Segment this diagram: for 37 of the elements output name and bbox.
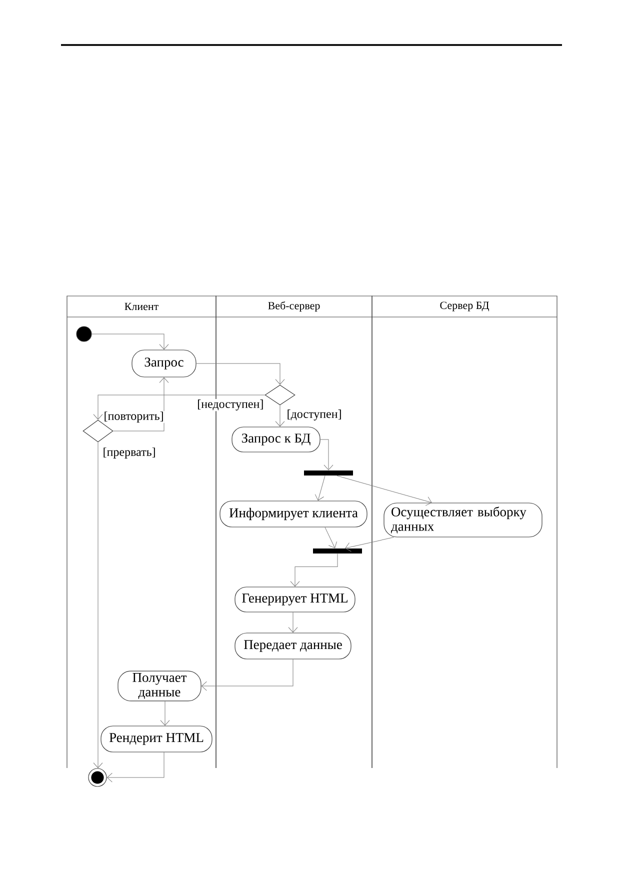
activity-box: Запрос bbox=[132, 350, 196, 378]
arrow bbox=[113, 377, 169, 432]
arrow bbox=[93, 394, 265, 420]
edge-label: [доступен] bbox=[286, 408, 342, 422]
arrow bbox=[92, 334, 169, 350]
edge-label: [прервать] bbox=[102, 446, 156, 460]
activity-box: Информирует клиента bbox=[220, 500, 368, 528]
arrow bbox=[336, 475, 432, 506]
arrow bbox=[160, 701, 170, 726]
activity-box: Запрос к БД bbox=[232, 426, 320, 452]
arrow bbox=[201, 659, 294, 691]
activity-box: Получает данные bbox=[118, 670, 202, 702]
activity-box: Рендерит HTML bbox=[100, 726, 212, 752]
swimlane bbox=[372, 296, 558, 768]
lane-header: Сервер БД bbox=[440, 302, 489, 312]
arrow bbox=[290, 553, 338, 587]
arrow bbox=[288, 612, 298, 633]
activity-box: Передает данные bbox=[234, 632, 352, 660]
arrow bbox=[106, 752, 164, 782]
arrow bbox=[324, 527, 337, 548]
arrow bbox=[320, 439, 334, 470]
arrow bbox=[314, 475, 326, 501]
lane-header: Веб-сервер bbox=[268, 301, 320, 312]
arrow bbox=[93, 442, 103, 768]
fork-bar bbox=[304, 470, 353, 476]
edge-label: [повторить] bbox=[103, 410, 164, 424]
arrow bbox=[345, 537, 394, 552]
start-circle bbox=[76, 326, 92, 342]
activity-box: Осуществляет выборку данных bbox=[384, 502, 542, 538]
lane-header: Клиент bbox=[124, 302, 158, 310]
activity-box: Генерирует HTML bbox=[234, 586, 356, 612]
arrow bbox=[275, 405, 285, 427]
edge-label: [недоступен] bbox=[196, 398, 264, 412]
end-circle bbox=[88, 768, 107, 787]
join-bar bbox=[313, 548, 362, 554]
decision-diamond bbox=[264, 384, 296, 406]
arrow bbox=[196, 363, 285, 385]
